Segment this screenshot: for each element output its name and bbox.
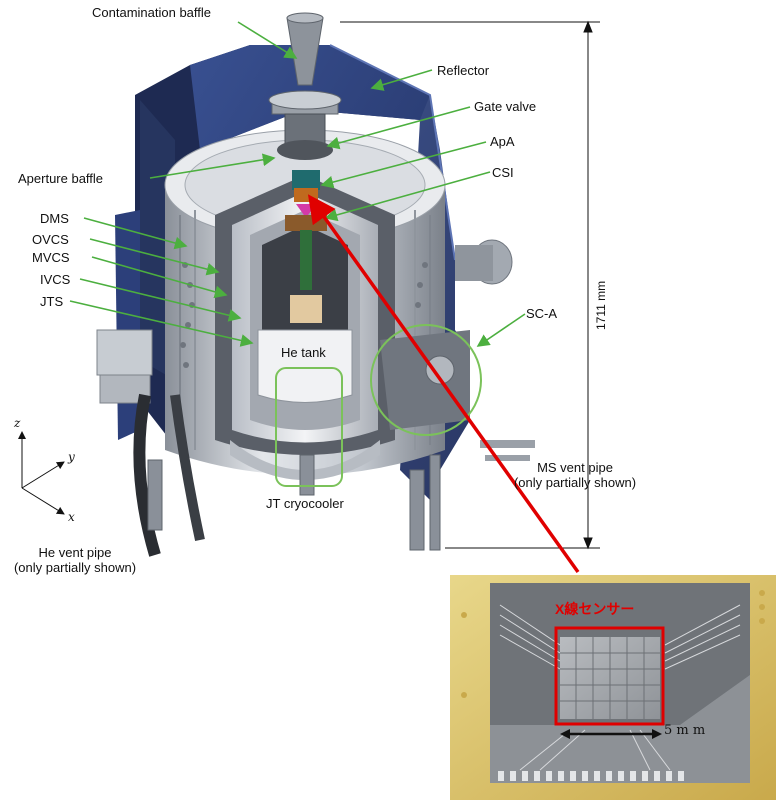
- label-contamination-baffle: Contamination baffle: [92, 5, 212, 20]
- left-hardware: [96, 329, 205, 557]
- sensor-photo-image: [450, 575, 776, 800]
- label-he-tank: He tank: [281, 345, 326, 360]
- label-ovcs: OVCS: [32, 232, 69, 247]
- axis-z-label: z: [14, 416, 21, 430]
- scale-label: 5 m m: [664, 723, 706, 738]
- sensor-title: X線センサー: [555, 601, 635, 617]
- leader-lines: [69, 21, 526, 347]
- coordinate-axes: [18, 431, 65, 515]
- label-gate-valve: Gate valve: [474, 99, 537, 114]
- label-jts: JTS: [40, 294, 64, 309]
- top-assembly: [268, 12, 342, 160]
- jt-cryocooler-highlight: [275, 367, 343, 487]
- label-apa: ApA: [490, 134, 515, 149]
- label-aperture-baffle: Aperture baffle: [18, 171, 104, 186]
- scale-bar: [560, 729, 662, 739]
- label-height-dimension: 1711 mm: [594, 280, 608, 330]
- label-he-vent-note: (only partially shown): [13, 560, 137, 575]
- sensor-highlight-box: [554, 626, 665, 726]
- side-ports: [380, 239, 535, 461]
- sensor-photo: X線センサー 5 m m: [450, 575, 776, 800]
- label-ivcs: IVCS: [40, 272, 71, 287]
- label-jt-cryocooler: JT cryocooler: [266, 496, 344, 511]
- sensor-pointer-arrow: [307, 194, 580, 574]
- label-ms-vent-pipe: MS vent pipe: [537, 460, 613, 475]
- height-dimension: [340, 20, 600, 550]
- label-dms: DMS: [40, 211, 69, 226]
- label-csi: CSI: [492, 165, 514, 180]
- label-ms-vent-note: (only partially shown): [513, 475, 637, 490]
- support-legs: [147, 454, 441, 551]
- label-he-vent-pipe: He vent pipe: [38, 545, 112, 560]
- axis-x-label: x: [68, 510, 75, 524]
- axis-y-label: y: [68, 450, 75, 464]
- label-reflector: Reflector: [437, 63, 490, 78]
- label-sc-a: SC-A: [526, 306, 558, 321]
- label-mvcs: MVCS: [32, 250, 70, 265]
- sc-a-highlight: [370, 324, 482, 436]
